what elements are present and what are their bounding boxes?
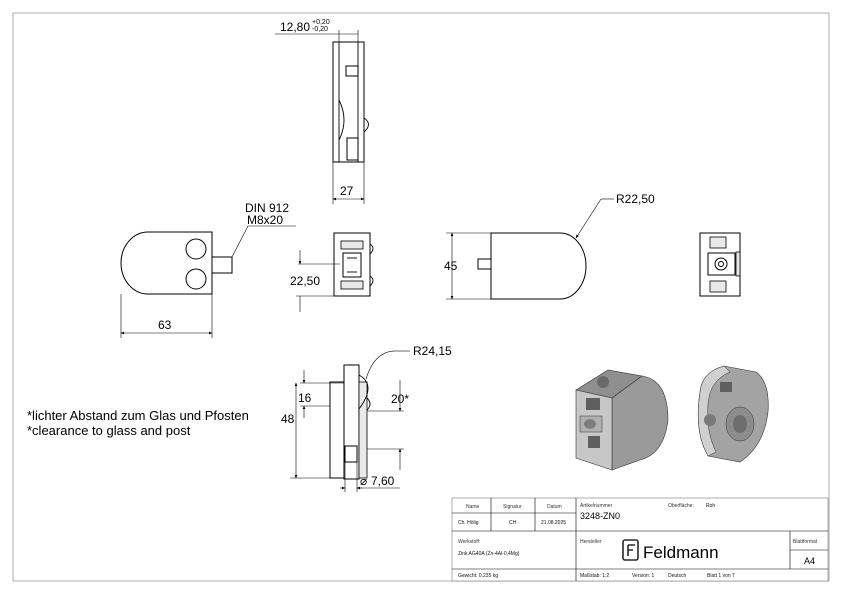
- tb-format-value: A4: [804, 556, 815, 566]
- tb-surface-label: Oberfläche:: [668, 503, 694, 509]
- title-block: Name Signatur Datum Ch. Hölig CH 21.08.2…: [451, 497, 829, 582]
- dim-thickness: 12,80: [280, 20, 310, 34]
- tb-surface-value: Roh: [706, 503, 715, 509]
- tb-article-value: 3248-ZN0: [580, 511, 620, 521]
- tb-article-label: Artikelnummer: [580, 503, 613, 509]
- lower-section-view: R24,15 16 48 20* ⌀ 7,60: [281, 344, 452, 492]
- tb-material-value: Zink AG40A (Zn-4Al-0,4Mg): [458, 551, 520, 557]
- tb-date-label: Datum: [547, 504, 562, 510]
- dim-tol-lower: -0,20: [312, 26, 328, 33]
- tb-signature-value: CH: [509, 520, 517, 526]
- screw-spec-line2: M8x20: [247, 213, 283, 227]
- brand-logo-icon: [622, 539, 639, 561]
- section-view: 22,50: [290, 232, 374, 312]
- dim-depth: 27: [340, 184, 354, 198]
- isometric-render-front: [575, 369, 669, 471]
- tb-weight: Gewicht: 0.235 kg: [458, 573, 498, 579]
- tb-version: Version: 1: [632, 573, 654, 579]
- tb-date-value: 21.08.2025: [541, 520, 566, 526]
- tb-name-value: Ch. Hölig: [458, 520, 479, 526]
- note-german: *lichter Abstand zum Glas und Pfosten: [27, 408, 249, 423]
- dim-height: 45: [444, 259, 458, 273]
- tb-signature-label: Signatur: [503, 504, 522, 510]
- tb-format-label: Blattformat: [793, 539, 818, 545]
- front-view: 45 R22,50: [444, 192, 655, 300]
- tb-scale: Maßstab: 1:2: [580, 573, 609, 579]
- dim-radius-front: R22,50: [616, 192, 655, 206]
- dim-tol-upper: +0,20: [312, 19, 330, 26]
- tb-manufacturer-label: Hersteller: [580, 539, 602, 545]
- dim-center-height: 22,50: [290, 274, 320, 288]
- drawing-frame: [12, 12, 830, 582]
- dim-clearance: 20*: [391, 392, 409, 406]
- dim-pin-diameter: 7,60: [371, 474, 395, 488]
- dim-radius-section: R24,15: [413, 344, 452, 358]
- tb-language: Deutsch: [668, 573, 687, 579]
- tb-sheet-number: Blatt 1 von 7: [707, 573, 735, 579]
- dim-width: 63: [158, 318, 172, 332]
- tb-brand: Feldmann: [643, 543, 719, 562]
- top-view: 12,80 +0,20 -0,20 27: [275, 19, 369, 204]
- side-view: DIN 912 M8x20 63: [120, 201, 296, 338]
- note-english: *clearance to glass and post: [27, 423, 191, 438]
- screw-spec-line1: DIN 912: [245, 201, 289, 215]
- rear-view: [699, 232, 741, 297]
- isometric-render-back: [697, 365, 769, 463]
- tb-material-label: Werkstoff:: [458, 539, 480, 545]
- diameter-symbol: ⌀: [360, 474, 367, 488]
- dim-top-offset: 16: [298, 391, 312, 405]
- tb-name-label: Name: [466, 504, 480, 510]
- dim-section-height: 48: [281, 412, 295, 426]
